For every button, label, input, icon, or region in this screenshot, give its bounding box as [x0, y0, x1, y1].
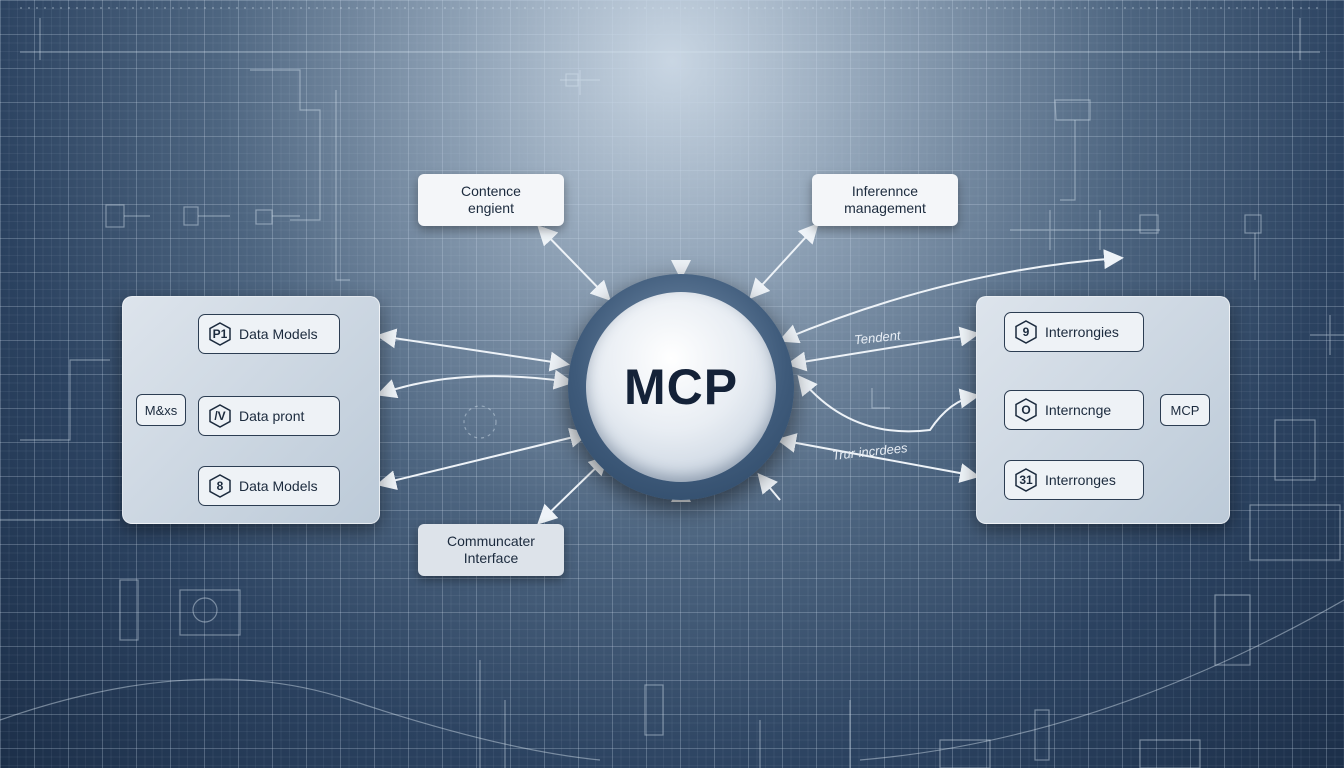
hexagon-badge-icon: P1 — [209, 322, 231, 346]
label-line: Inferennce — [851, 183, 919, 199]
hexagon-badge-icon: 8 — [209, 474, 231, 498]
link-top-right — [749, 223, 819, 299]
item-label: Data Models — [239, 478, 318, 494]
hexagon-badge-icon: 31 — [1015, 468, 1037, 492]
label-line: engient — [468, 200, 514, 216]
item-label: Interrongies — [1045, 324, 1119, 340]
link-right-3 — [776, 433, 980, 483]
hexagon-badge-icon: 9 — [1015, 320, 1037, 344]
right-panel-tag: MCP — [1160, 394, 1210, 426]
right-item-1[interactable]: 9 Interrongies — [1004, 312, 1144, 352]
left-item-3[interactable]: 8 Data Models — [198, 466, 340, 506]
item-label: Data pront — [239, 408, 305, 424]
link-right-2 — [797, 374, 980, 433]
item-label: Data Models — [239, 326, 318, 342]
mcp-hub: MCP — [586, 292, 776, 482]
left-item-2[interactable]: /V Data pront — [198, 396, 340, 436]
link-left-1 — [376, 328, 570, 372]
link-top-left — [537, 225, 611, 301]
link-bottom — [537, 455, 609, 525]
item-label: Interncnge — [1045, 402, 1112, 418]
label-line: management — [844, 200, 926, 216]
label-line: Communcater — [447, 533, 535, 549]
right-item-2[interactable]: O Interncnge — [1004, 390, 1144, 430]
label-contence-engient: Contence engient — [418, 174, 564, 226]
label-line: Contence — [461, 183, 521, 199]
hexagon-badge-icon: O — [1015, 398, 1037, 422]
hub-label: MCP — [623, 359, 739, 415]
left-panel-tag: M&xs — [136, 394, 186, 426]
arrow-lower-right — [757, 472, 781, 501]
item-label: Interronges — [1045, 472, 1116, 488]
label-line: Interface — [463, 550, 519, 566]
label-inference-management: Inferennce management — [812, 174, 958, 226]
label-communcater-interface: Communcater Interface — [418, 524, 564, 576]
hexagon-badge-icon: /V — [209, 404, 231, 428]
link-left-3 — [376, 428, 590, 490]
left-item-1[interactable]: P1 Data Models — [198, 314, 340, 354]
link-left-2 — [376, 369, 574, 399]
right-item-3[interactable]: 31 Interronges — [1004, 460, 1144, 500]
link-top-far — [778, 249, 1124, 344]
